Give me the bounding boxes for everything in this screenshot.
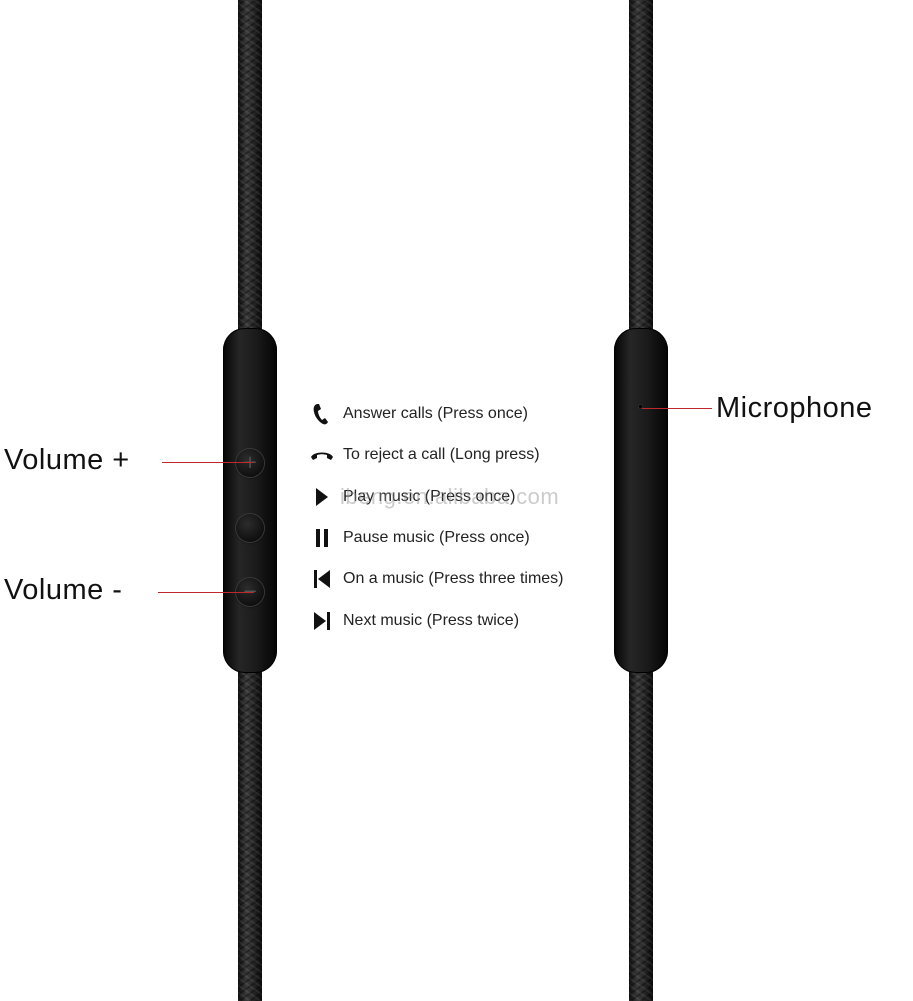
instruction-play: Play music (Press once) — [310, 483, 516, 511]
instruction-reject: To reject a call (Long press) — [310, 441, 540, 469]
instruction-text: Answer calls (Press once) — [343, 405, 528, 422]
instruction-text: On a music (Press three times) — [343, 570, 564, 587]
instruction-text: Next music (Press twice) — [343, 612, 520, 629]
minus-icon: − — [242, 581, 258, 602]
phone-answer-icon — [310, 402, 334, 426]
instruction-pause: Pause music (Press once) — [310, 524, 530, 552]
remote-control: + − — [223, 328, 277, 673]
left-cable-upper — [238, 0, 262, 334]
instruction-text: Pause music (Press once) — [343, 529, 530, 546]
next-track-icon — [310, 609, 334, 633]
watermark-text: ibeng.en.alibaba.com — [340, 484, 560, 509]
previous-track-icon — [310, 567, 334, 591]
left-cable-lower — [238, 670, 262, 1001]
microphone-label: Microphone — [716, 392, 873, 424]
right-cable-upper — [629, 0, 653, 334]
play-icon — [310, 485, 334, 509]
phone-hangup-icon — [310, 443, 334, 467]
instruction-text: To reject a call (Long press) — [343, 446, 540, 463]
volume-up-leader-line — [162, 462, 254, 463]
volume-up-button[interactable]: + — [236, 449, 264, 477]
instruction-answer: Answer calls (Press once) — [310, 400, 528, 428]
volume-up-label: Volume + — [4, 444, 130, 476]
instruction-previous: On a music (Press three times) — [310, 565, 564, 593]
right-cable-lower — [629, 670, 653, 1001]
microphone-hole — [639, 405, 642, 408]
volume-down-leader-line — [158, 592, 254, 593]
instruction-text: Play music (Press once) — [343, 488, 516, 505]
pause-icon — [310, 526, 334, 550]
multifunction-button[interactable] — [236, 514, 264, 542]
plus-icon: + — [242, 452, 258, 473]
instruction-next: Next music (Press twice) — [310, 607, 519, 635]
volume-down-label: Volume - — [4, 574, 123, 606]
microphone-housing — [614, 328, 668, 673]
microphone-leader-line — [642, 408, 712, 409]
